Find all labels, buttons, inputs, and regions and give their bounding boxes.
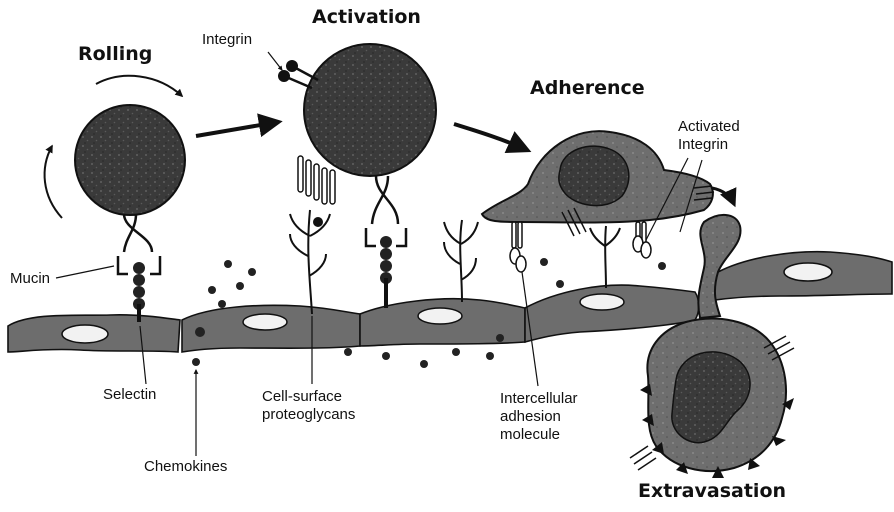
- label-icam: Intercellular adhesion molecule: [500, 390, 578, 444]
- label-activated-integrin: Activated Integrin: [678, 118, 740, 154]
- integrin-leader: [268, 52, 282, 70]
- proteoglycan: [290, 210, 330, 314]
- nucleus: [243, 314, 287, 330]
- nucleus: [418, 308, 462, 324]
- rolling-curve-arrow-left: [45, 146, 62, 218]
- label-chemokines: Chemokines: [144, 458, 227, 476]
- label-integrin: Integrin: [202, 31, 252, 49]
- nucleus: [784, 263, 832, 281]
- mucin-selectin-bond: [366, 176, 406, 308]
- label-proteoglycans-line: proteoglycans: [262, 406, 355, 424]
- leukocyte: [304, 44, 436, 176]
- label-icam-line: adhesion: [500, 408, 578, 426]
- label-mucin: Mucin: [10, 270, 50, 288]
- proteoglycan: [590, 226, 620, 288]
- label-selectin: Selectin: [103, 386, 156, 404]
- activation-leukocyte: [278, 44, 436, 308]
- stage-title-extravasation: Extravasation: [638, 480, 786, 502]
- label-proteoglycans-line: Cell-surface: [262, 388, 355, 406]
- label-icam-line: molecule: [500, 426, 578, 444]
- arrow-activation-to-adherence: [454, 124, 527, 150]
- nucleus: [580, 294, 624, 310]
- label-activated-integrin-line: Activated: [678, 118, 740, 136]
- mucin-leader: [56, 266, 114, 278]
- leukocyte: [75, 105, 185, 215]
- arrow-rolling-to-activation: [196, 122, 278, 136]
- nucleus: [62, 325, 108, 343]
- rolling-curve-arrow-top: [96, 76, 182, 96]
- nucleus: [559, 146, 629, 205]
- stage-title-rolling: Rolling: [78, 43, 152, 65]
- stage-title-adherence: Adherence: [530, 77, 645, 99]
- mucin-selectin-bond: [118, 214, 160, 322]
- label-proteoglycans: Cell-surface proteoglycans: [262, 388, 355, 424]
- proteoglycan: [444, 220, 478, 302]
- stage-title-activation: Activation: [312, 6, 421, 28]
- label-icam-line: Intercellular: [500, 390, 578, 408]
- rolling-leukocyte: [75, 105, 185, 322]
- label-activated-integrin-line: Integrin: [678, 136, 740, 154]
- extravasating-leukocyte: [630, 215, 794, 478]
- arrow-adherence-to-extravasation: [712, 188, 734, 204]
